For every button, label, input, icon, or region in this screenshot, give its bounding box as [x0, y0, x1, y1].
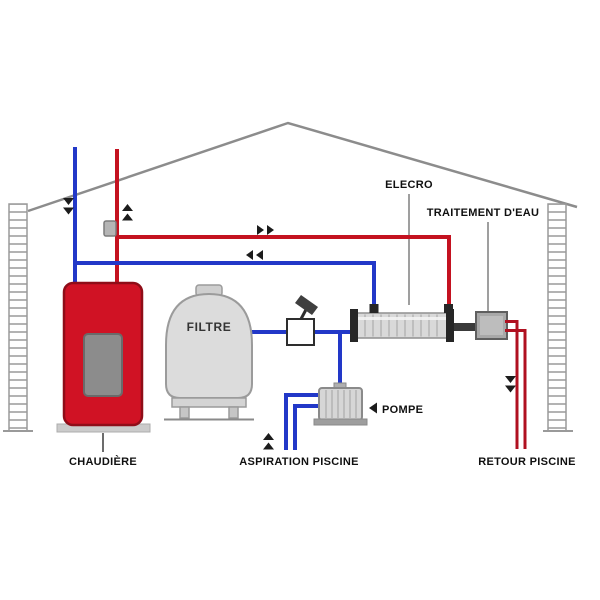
heater-port-right [444, 304, 453, 313]
suction-label: ASPIRATION PISCINE [239, 456, 359, 468]
filter-leg-right [228, 406, 239, 419]
filter-unit: FILTRE [164, 284, 254, 421]
return-label: RETOUR PISCINE [478, 456, 576, 468]
wall-left [8, 203, 28, 432]
hot-line-arrows [257, 225, 274, 235]
pool-return-arrows [505, 376, 516, 393]
wall-right [547, 203, 567, 432]
treatment-label: TRAITEMENT D'EAU [427, 207, 540, 219]
treatment-box [475, 311, 508, 340]
boiler-door [83, 333, 123, 397]
pointer-lines [102, 194, 489, 452]
cold-return-run [73, 261, 376, 308]
pool-suction-arrows [263, 433, 274, 450]
filter-tank [165, 292, 253, 399]
flow-arrows [63, 198, 516, 450]
boiler-label: CHAUDIÈRE [69, 455, 137, 468]
valve-body [286, 318, 315, 346]
pump-label: POMPE [382, 404, 423, 416]
boiler-supply-arrows [122, 204, 133, 221]
treatment-inner [480, 316, 503, 335]
heater-highlight [356, 317, 448, 320]
suction-pipe-1 [284, 393, 322, 450]
pool-return-pipes [505, 320, 527, 449]
valve-handle [295, 295, 318, 315]
hot-supply-run [115, 235, 451, 308]
roof-line [27, 121, 578, 213]
filter-label: FILTRE [187, 320, 232, 334]
filter-leg-left [179, 406, 190, 419]
pump-ribs [325, 390, 357, 418]
heater-to-treatment-connector [454, 323, 476, 331]
pump-unit [313, 382, 368, 426]
suction-pipe-2 [293, 404, 322, 450]
heater-body [355, 312, 449, 339]
pump-pointer-arrow [369, 402, 377, 414]
cold-line-arrows [246, 250, 263, 260]
filter-flange [171, 397, 247, 408]
house-structure [3, 121, 578, 432]
heater-flange-left [350, 309, 358, 342]
diagram-labels: ELECRO TRAITEMENT D'EAU POMPE CHAUDIÈRE … [69, 179, 576, 468]
expansion-device [103, 220, 117, 237]
heater-port-left [369, 304, 379, 313]
heater-flange-right [446, 309, 454, 342]
return-pipe-2 [505, 329, 527, 449]
elecro-label: ELECRO [385, 179, 433, 191]
multiport-valve [286, 295, 318, 346]
hot-water-pipes [115, 149, 451, 308]
pump-base [313, 418, 368, 426]
cold-return-pipes [73, 147, 376, 308]
boiler-return-arrows [63, 198, 74, 215]
return-pipe-1 [505, 320, 519, 449]
boiler-unit [56, 281, 151, 433]
elecro-heater [350, 304, 476, 342]
